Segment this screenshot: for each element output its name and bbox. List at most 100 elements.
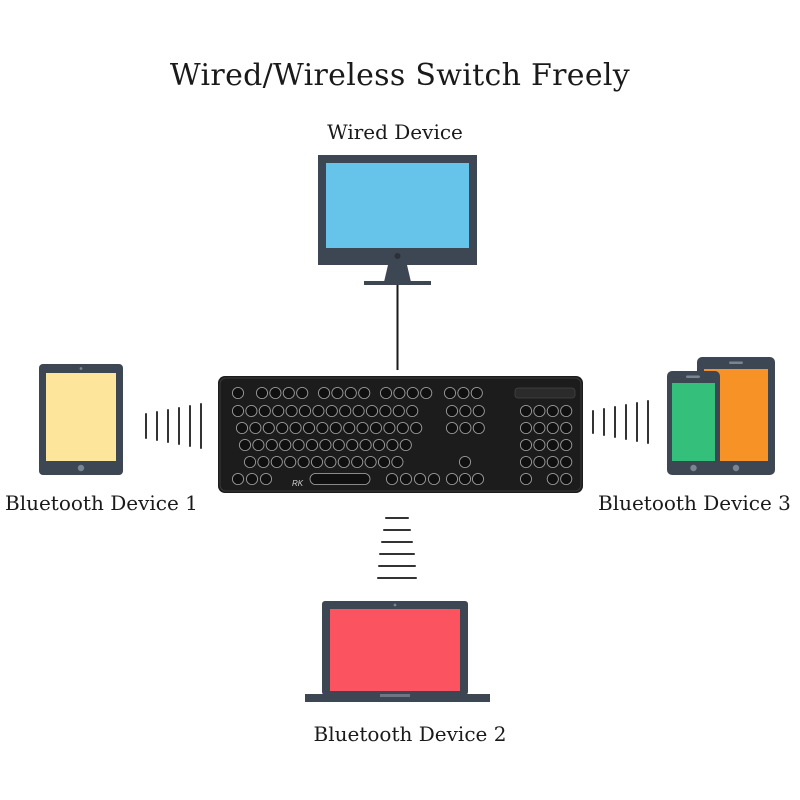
keyboard-key <box>269 386 282 400</box>
keyboard-key <box>292 438 305 452</box>
keyboard-key <box>386 438 399 452</box>
keyboard-key <box>282 386 295 400</box>
keyboard-key <box>379 386 393 400</box>
bluetooth-device-1-label: Bluetooth Device 1 <box>5 491 198 515</box>
bluetooth-device-2-label: Bluetooth Device 2 <box>313 722 507 746</box>
keyboard-key <box>289 421 302 435</box>
keyboard-key <box>369 421 383 435</box>
keyboard-key <box>265 438 278 452</box>
keyboard-key <box>359 438 372 452</box>
keyboard-key <box>344 386 357 400</box>
bluetooth-signal-left <box>145 403 202 449</box>
tablet-icon <box>39 364 123 475</box>
keyboard-key <box>297 455 310 469</box>
keyboard-key <box>351 455 364 469</box>
keyboard-key <box>365 404 379 418</box>
keyboard-key <box>258 404 271 418</box>
keyboard-key <box>339 404 352 418</box>
keyboard-key <box>560 472 573 486</box>
keyboard-key <box>343 421 356 435</box>
keyboard-key <box>472 421 485 435</box>
keyboard-key <box>305 438 319 452</box>
keyboard-key <box>296 386 309 400</box>
keyboard-key <box>231 472 245 486</box>
keyboard-key <box>259 472 273 486</box>
keyboard-key <box>399 438 412 452</box>
keyboard-key <box>319 438 332 452</box>
keyboard-key <box>392 404 405 418</box>
keyboard-key <box>420 386 433 400</box>
keyboard-key <box>252 438 265 452</box>
keyboard-key <box>546 472 559 486</box>
keyboard-key <box>519 472 533 486</box>
keyboard-key <box>533 421 546 435</box>
keyboard-key <box>546 404 559 418</box>
keyboard-key <box>364 455 377 469</box>
keyboard-key <box>358 386 371 400</box>
keyboard-key <box>533 438 546 452</box>
keyboard-key <box>560 404 573 418</box>
keyboard-key <box>519 421 533 435</box>
keyboard-key <box>302 421 316 435</box>
keyboard-key <box>235 421 249 435</box>
keyboard-key <box>519 438 533 452</box>
keyboard-key <box>372 438 386 452</box>
keyboard-key <box>331 386 344 400</box>
keyboard-key <box>560 438 573 452</box>
keyboard-key <box>383 421 396 435</box>
keyboard-key <box>406 386 419 400</box>
keyboard-key <box>279 438 292 452</box>
keyboard-key <box>245 404 258 418</box>
keyboard-key <box>231 386 245 400</box>
keyboard-key <box>379 404 392 418</box>
keyboard-key <box>458 472 472 486</box>
keyboard-key <box>459 421 472 435</box>
keyboard-key <box>546 438 559 452</box>
laptop-icon <box>305 601 490 702</box>
keyboard-key <box>458 455 472 469</box>
keyboard-key <box>471 472 485 486</box>
keyboard-key <box>262 421 275 435</box>
keyboard-key <box>285 404 298 418</box>
keyboard-key <box>385 472 399 486</box>
laptop-screen <box>330 609 460 691</box>
keyboard-key <box>270 455 283 469</box>
keyboard-key <box>396 421 409 435</box>
keyboard-key <box>245 472 259 486</box>
keyboard-key <box>317 386 331 400</box>
keyboard-key <box>445 421 459 435</box>
keyboard-key <box>312 404 325 418</box>
wired-device-label: Wired Device <box>327 120 463 144</box>
keyboard-key <box>276 421 289 435</box>
keyboard-key <box>238 438 252 452</box>
keyboard-key <box>533 455 546 469</box>
bluetooth-device-3-label: Bluetooth Device 3 <box>598 491 791 515</box>
keyboard-key <box>399 472 413 486</box>
keyboard-icon: RK <box>218 376 583 493</box>
bluetooth-signal-down <box>377 517 417 579</box>
keyboard-key <box>231 404 245 418</box>
phone-icon-front <box>667 371 720 475</box>
keyboard-key <box>249 421 262 435</box>
keyboard-key <box>257 455 270 469</box>
keyboard-key <box>391 455 404 469</box>
keyboard-key <box>445 472 459 486</box>
keyboard-key <box>356 421 369 435</box>
keyboard-key <box>329 421 342 435</box>
keyboard-key <box>324 455 337 469</box>
keyboard-key <box>519 404 533 418</box>
diagram-title: Wired/Wireless Switch Freely <box>169 58 631 93</box>
keyboard-key <box>377 455 391 469</box>
keyboard-key <box>546 455 559 469</box>
tablet-screen <box>46 373 116 461</box>
keyboard-key <box>310 455 324 469</box>
keyboard-key <box>443 386 457 400</box>
keyboard-key <box>243 455 257 469</box>
keyboard-key <box>272 404 285 418</box>
keyboard-key <box>470 386 483 400</box>
keyboard-key <box>472 404 485 418</box>
monitor-icon <box>318 155 477 285</box>
keyboard-key <box>393 386 406 400</box>
keyboard-key <box>255 386 269 400</box>
